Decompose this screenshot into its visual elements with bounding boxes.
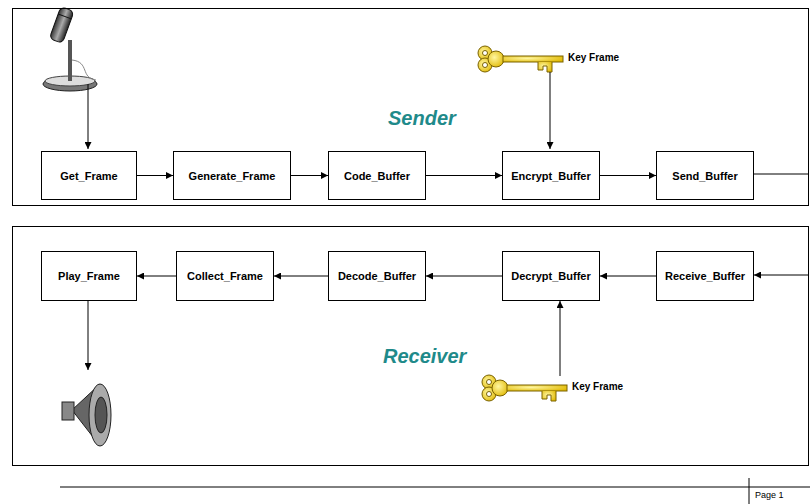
box-label: Get_Frame — [60, 170, 117, 182]
box-label: Generate_Frame — [189, 170, 276, 182]
process-box: Play_Frame — [41, 251, 137, 301]
group-panel: Receiver Play_Frame Collect_Frame Decode_Bu… — [12, 226, 809, 466]
flow-arrow — [291, 175, 328, 176]
group-panel: SenderGet_Frame Generate_Frame Code_Buffer… — [12, 8, 809, 206]
process-box: Generate_Frame — [173, 151, 291, 200]
microphone-icon — [43, 7, 97, 149]
process-box: Decode_Buffer — [328, 251, 426, 301]
box-label: Send_Buffer — [672, 170, 737, 182]
box-label: Decrypt_Buffer — [511, 270, 590, 282]
box-label: Decode_Buffer — [338, 270, 416, 282]
process-box: Decrypt_Buffer — [502, 251, 600, 301]
outgoing-line — [753, 174, 809, 175]
speaker-leader — [88, 301, 89, 370]
flow-arrow — [426, 276, 502, 277]
process-box: Collect_Frame — [176, 251, 274, 301]
flow-arrow — [137, 276, 176, 277]
panel-title: Sender — [388, 107, 456, 130]
footer-rule — [749, 478, 750, 504]
speaker-icon — [62, 384, 111, 446]
key-icon — [478, 46, 563, 72]
process-box: Code_Buffer — [328, 151, 426, 200]
process-box: Encrypt_Buffer — [502, 151, 600, 200]
flow-arrow — [600, 175, 656, 176]
flow-arrow — [137, 175, 173, 176]
process-box: Get_Frame — [41, 151, 137, 200]
flow-arrow — [426, 175, 502, 176]
flow-arrow — [600, 276, 656, 277]
box-label: Encrypt_Buffer — [511, 170, 590, 182]
box-label: Receive_Buffer — [665, 270, 745, 282]
flow-arrow — [274, 276, 328, 277]
key-icon — [482, 375, 567, 401]
key-leader — [550, 72, 551, 149]
box-label: Collect_Frame — [187, 270, 263, 282]
page-number: Page 1 — [755, 490, 784, 500]
incoming-line — [754, 275, 809, 276]
panel-title: Receiver — [383, 345, 466, 368]
box-label: Play_Frame — [58, 270, 120, 282]
process-box: Send_Buffer — [656, 151, 754, 200]
process-box: Receive_Buffer — [656, 251, 754, 301]
footer-rule — [60, 487, 810, 488]
box-label: Code_Buffer — [344, 170, 410, 182]
key-leader — [560, 301, 561, 376]
key-label: Key Frame — [572, 381, 623, 392]
key-label: Key Frame — [568, 52, 619, 63]
